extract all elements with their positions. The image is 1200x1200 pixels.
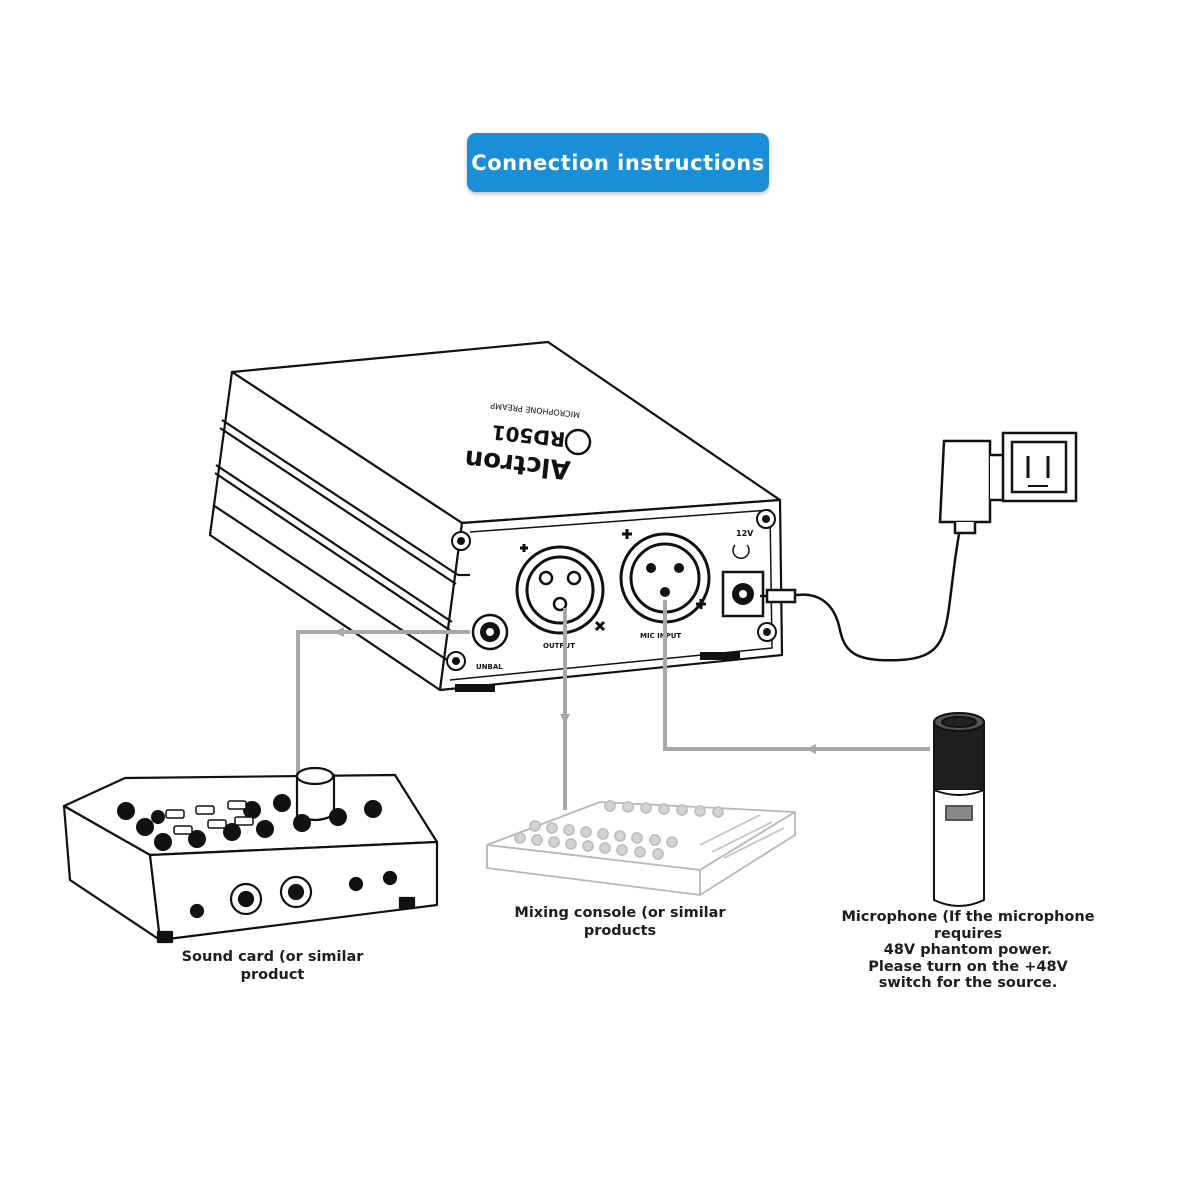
microphone-caption-line-1: Microphone (If the microphone requires (841, 909, 1095, 942)
microphone-illustration (933, 712, 985, 907)
connection-instructions-title: Connection instructions (467, 133, 769, 192)
output-port-label: OUTPUT (543, 642, 575, 650)
mixing-console-illustration (486, 800, 796, 896)
preamp-device (208, 340, 784, 692)
sound-card-xlr-inputs (189, 870, 398, 919)
mixing-console-caption: Mixing console (or similar products (514, 905, 726, 939)
mic-input-port-label: MIC INPUT (640, 632, 681, 640)
power-port-label: 12V (736, 529, 754, 538)
sound-card-buttons (165, 800, 254, 835)
brand-logo-icon (564, 428, 592, 456)
unbal-jack (471, 613, 509, 651)
microphone-caption: Microphone (If the microphone requires 4… (806, 909, 1130, 992)
microphone-caption-line-3: Please turn on the +48V (868, 958, 1068, 975)
screw-icons (446, 509, 777, 671)
microphone-caption-line-4: switch for the source. (878, 975, 1058, 991)
mic-input-xlr-connector (619, 529, 711, 624)
sound-card-illustration (62, 766, 439, 944)
power-adapter-icon (938, 431, 1078, 535)
sound-card-caption: Sound card (or similar product (181, 949, 364, 983)
connection-arrows (296, 600, 930, 810)
power-cable (760, 519, 964, 662)
dc-power-jack (721, 544, 765, 618)
microphone-caption-line-2: 48V phantom power. (883, 942, 1053, 958)
unbal-port-label: UNBAL (476, 663, 503, 671)
output-xlr-connector (515, 544, 606, 635)
sound-card-knobs (117, 794, 382, 851)
